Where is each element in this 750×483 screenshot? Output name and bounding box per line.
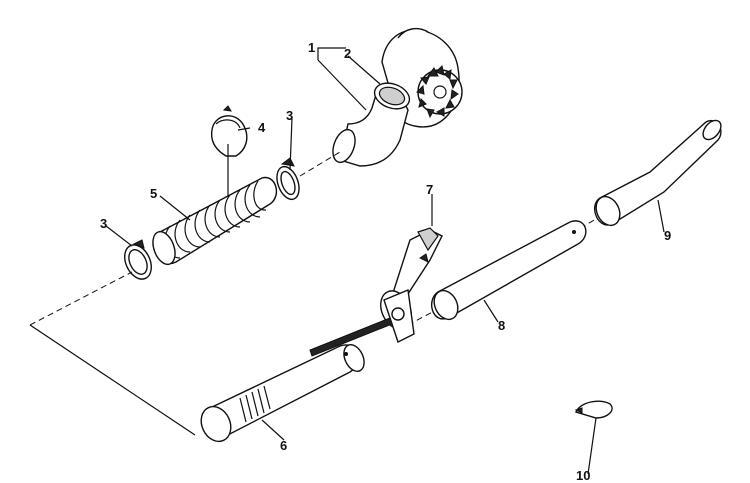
- center-line-lower: [29, 271, 133, 326]
- middle-tube-part: [430, 220, 587, 321]
- lower-tube-part: [200, 344, 365, 443]
- callout-4: 4: [258, 120, 266, 135]
- callout-7: 7: [426, 182, 433, 197]
- leader-lines: [105, 47, 665, 475]
- callout-8: 8: [498, 318, 505, 333]
- callout-3-lower: 3: [100, 216, 107, 231]
- center-line-upper: [299, 151, 341, 177]
- callout-5: 5: [150, 186, 157, 201]
- callout-2: 2: [344, 46, 351, 61]
- upper-tube-part: [594, 119, 722, 227]
- callout-10: 10: [576, 468, 590, 483]
- callout-3-upper: 3: [286, 108, 293, 123]
- hose-clamp-upper-part: [276, 157, 300, 201]
- spring-clip-part: [210, 105, 248, 157]
- cable-tie-part: [574, 400, 613, 419]
- elbow-part: [332, 82, 411, 167]
- throttle-handle-part: [309, 227, 443, 357]
- callout-9: 9: [664, 228, 671, 243]
- leader-bracket-lower: [29, 324, 196, 436]
- callout-6: 6: [280, 438, 287, 453]
- hose-clamp-lower-part: [124, 239, 152, 280]
- callout-1: 1: [308, 40, 315, 55]
- corrugated-hose-part: [152, 176, 278, 266]
